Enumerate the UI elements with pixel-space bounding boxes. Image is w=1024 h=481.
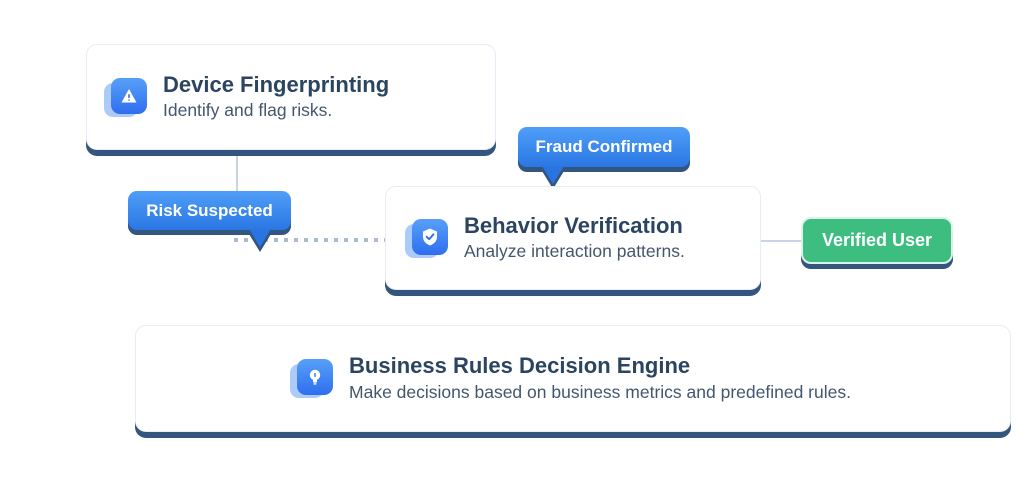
node-title: Behavior Verification [464,212,683,238]
alert-triangle-icon [104,77,147,117]
edge-label-fraud-confirmed: Fraud Confirmed [518,127,690,184]
node-title: Device Fingerprinting [163,71,390,97]
node-subtitle: Make decisions based on business metrics… [349,381,851,402]
status-badge-text: Verified User [821,230,933,250]
node-device-fingerprinting: Device Fingerprinting Identify and flag … [86,44,496,150]
shield-check-icon [405,218,448,258]
node-business-rules-engine: Business Rules Decision Engine Make deci… [135,325,1011,432]
node-title: Business Rules Decision Engine [349,353,691,379]
node-subtitle: Identify and flag risks. [163,100,333,121]
edge-label-risk-suspected: Risk Suspected [128,191,291,247]
status-badge-verified-user: Verified User [801,217,953,264]
edge-label-text: Risk Suspected [146,200,273,220]
node-behavior-verification: Behavior Verification Analyze interactio… [385,186,761,290]
node-subtitle: Analyze interaction patterns. [464,241,685,262]
lightbulb-icon [290,359,334,399]
edge-label-text: Fraud Confirmed [535,137,673,156]
